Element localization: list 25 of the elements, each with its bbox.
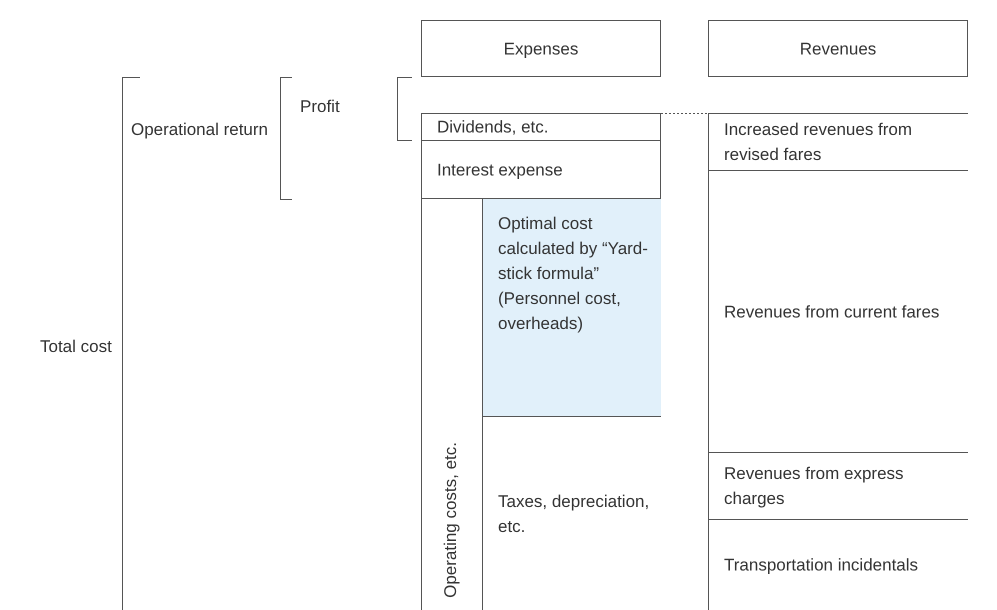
column-heading: Expenses [502,38,580,60]
row-label: Revenues from current fares [724,301,940,323]
row-label: Interest expense [437,159,564,181]
bracket-label: Operational return [130,119,268,141]
bracket-label: Profit [300,96,340,118]
expense-row [482,416,661,610]
row-label: Revenues from express charges [724,463,905,510]
revenue-row [708,113,968,170]
expense-section [421,198,661,610]
row-label: Taxes, depreciation, etc. [498,491,650,538]
bracket-label: Total cost [40,336,112,358]
expense-row [482,199,661,416]
row-label: Transportation incidentals [724,554,920,576]
header-box [421,20,661,77]
header-box [708,20,968,77]
expense-row [421,140,661,198]
row-label: Optimal cost calculated by “Yard-stick formula” (Personnel cost, overheads) [498,213,649,335]
row-label: Dividends, etc. [437,116,550,138]
row-label: Increased revenues from revised fares [724,119,914,166]
expense-row [421,113,661,140]
section-label: Operating costs, etc. [440,442,461,598]
revenue-row [708,452,968,519]
revenue-row [708,519,968,610]
revenue-row [708,170,968,452]
column-heading: Revenues [798,38,878,60]
